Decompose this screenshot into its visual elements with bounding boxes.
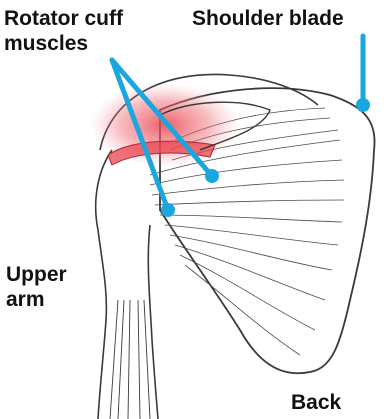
pointer-dot-rotator-1 [205, 169, 219, 183]
label-back: Back [291, 390, 341, 415]
label-shoulder-blade: Shoulder blade [192, 6, 344, 31]
pointer-dot-rotator-2 [161, 203, 175, 217]
label-rotator-cuff: Rotator cuff muscles [4, 6, 123, 56]
upper-arm-bone [96, 150, 158, 419]
label-upper-arm: Upper arm [6, 262, 67, 312]
pointer-dot-shoulder-blade [356, 98, 370, 112]
